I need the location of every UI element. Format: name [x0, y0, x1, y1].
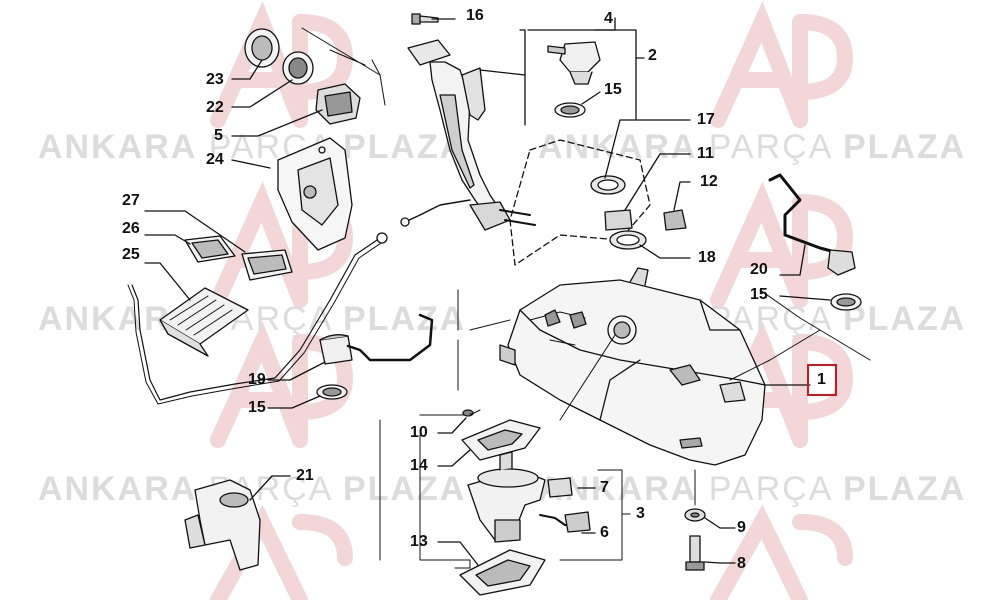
filler-neck-assembly	[400, 39, 536, 231]
part-1-fuel-tank	[499, 267, 766, 466]
callout-20: 20	[750, 261, 768, 278]
callout-17: 17	[697, 111, 715, 128]
callout-21: 21	[296, 467, 314, 484]
callout-22: 22	[206, 99, 224, 116]
part-8-bolt	[685, 535, 705, 571]
callout-15-right: 15	[750, 286, 768, 303]
part-15-seal-top	[554, 102, 586, 118]
callout-27: 27	[122, 192, 140, 209]
part-26-gasket	[184, 235, 236, 263]
callout-11: 11	[697, 145, 714, 162]
callout-1: 1	[817, 371, 826, 388]
part-18-clamp	[609, 230, 647, 250]
callout-24: 24	[206, 151, 224, 168]
callout-19: 19	[248, 371, 266, 388]
part-15-seal-left	[316, 384, 348, 400]
callout-15-top: 15	[604, 81, 622, 98]
part-27-gasket	[241, 249, 293, 281]
callout-26: 26	[122, 220, 140, 237]
callout-15-left: 15	[248, 399, 266, 416]
part-25-filter	[159, 287, 249, 357]
part-9-washer	[684, 508, 706, 522]
callout-10: 10	[410, 424, 428, 441]
callout-23: 23	[206, 71, 224, 88]
callout-8: 8	[737, 555, 746, 572]
part-22-seal	[282, 51, 314, 85]
part-1-highlight-box	[807, 364, 837, 396]
part-11-hose	[604, 209, 633, 231]
callout-25: 25	[122, 246, 140, 263]
callout-16: 16	[466, 7, 484, 24]
part-14-gasket	[461, 419, 541, 461]
part-4-valve	[547, 41, 601, 85]
part-15-seal-right	[830, 293, 862, 311]
part-3-pump-module	[467, 451, 546, 543]
callout-13: 13	[410, 533, 428, 550]
callout-2: 2	[648, 47, 657, 64]
callout-3: 3	[636, 505, 645, 522]
callout-18: 18	[698, 249, 716, 266]
callout-6: 6	[600, 524, 609, 541]
part-12-grommet	[663, 209, 687, 231]
callout-12: 12	[700, 173, 718, 190]
vent-pipe	[131, 237, 381, 401]
watermark-text-row-1b: ANKARA PARÇA PLAZA	[538, 128, 967, 166]
part-23-cap	[244, 28, 280, 68]
part-17-clamp	[590, 175, 626, 195]
part-20-pipe	[768, 173, 856, 276]
callout-14: 14	[410, 457, 428, 474]
part-10-nut	[462, 409, 474, 417]
callout-7: 7	[600, 479, 609, 496]
watermark-text-row-3: ANKARA PARÇA PLAZA	[38, 470, 467, 508]
part-5-flap	[315, 83, 361, 125]
callout-5: 5	[214, 127, 223, 144]
callout-9: 9	[737, 519, 746, 536]
part-6-harness	[539, 511, 591, 533]
part-16-bolt	[411, 13, 439, 25]
part-24-housing	[277, 137, 353, 251]
callout-4: 4	[604, 10, 613, 27]
part-21-bracket	[184, 479, 261, 571]
part-7-connector	[547, 477, 573, 498]
part-19-sender	[319, 313, 434, 365]
part-13-gasket	[459, 549, 546, 596]
